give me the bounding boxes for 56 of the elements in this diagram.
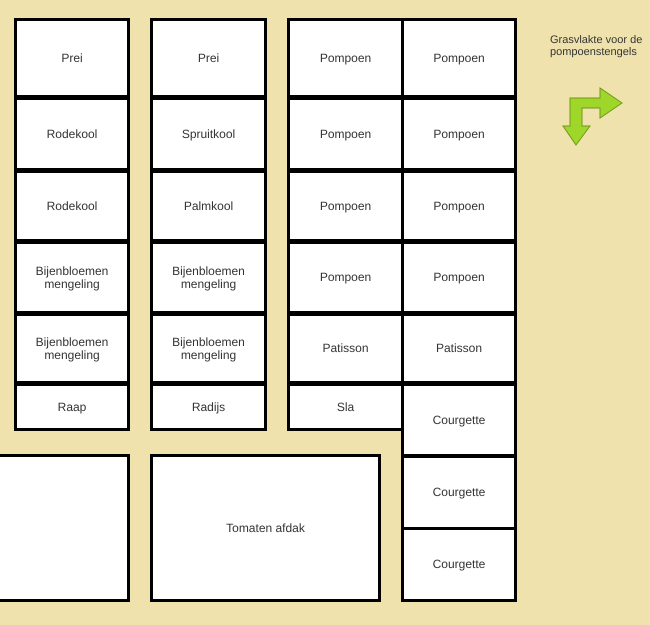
garden-bed [14,241,130,314]
garden-bed [401,527,517,602]
bed-label: Pompoen [318,271,372,284]
bed-label: Pompoen [432,128,486,140]
note-text: Grasvlakte voor de pompoenstengels [550,34,644,58]
bed-label: Raap [56,400,88,414]
bed-label: Spruitkool [180,128,236,140]
bed-label: Courgette [432,486,486,499]
garden-bed [287,313,404,384]
garden-bed [14,97,130,171]
garden-bed [150,454,381,602]
bed-label: Bijenbloemen mengeling [34,264,110,290]
bed-label: Courgette [432,558,486,571]
bed-label: Pompoen [318,200,372,212]
garden-bed [150,313,267,384]
empty-garden-bed [0,454,130,602]
bed-label: Rodekool [46,200,98,212]
bed-label: Pompoen [318,52,372,64]
garden-bed [14,170,130,242]
garden-bed [287,241,404,314]
garden-bed [150,383,267,431]
bed-label: Pompoen [432,52,486,64]
garden-bed [150,97,267,171]
garden-bed [287,18,404,98]
garden-bed [287,97,404,171]
garden-bed [401,97,517,171]
bed-label: Bijenbloemen mengeling [34,336,110,362]
garden-bed [287,170,404,242]
garden-bed [287,383,404,431]
bed-label: Bijenbloemen mengeling [171,264,246,290]
garden-bed [150,241,267,314]
bed-label: Palmkool [182,200,234,212]
garden-bed [14,313,130,384]
garden-bed [401,170,517,242]
bed-label: Sla [336,400,356,414]
bed-label: Pompoen [432,271,486,284]
garden-bed [14,18,130,98]
bed-label: Radijs [190,400,226,414]
bed-label: Patisson [434,342,484,355]
bed-label: Tomaten afdak [225,522,306,534]
garden-bed [401,18,517,98]
bed-label: Bijenbloemen mengeling [171,336,246,362]
garden-bed [401,241,517,314]
bed-label: Rodekool [46,128,98,140]
garden-bed [401,455,517,530]
bed-label: Courgette [432,414,486,426]
bed-label: Pompoen [318,128,372,140]
bed-label: Patisson [321,342,370,355]
bed-label: Prei [196,52,220,64]
garden-bed [14,383,130,431]
garden-bed [150,170,267,242]
bed-label: Prei [60,52,84,64]
garden-bed [401,383,517,457]
bed-label: Pompoen [432,200,486,212]
garden-bed [150,18,267,98]
garden-bed [401,313,517,384]
